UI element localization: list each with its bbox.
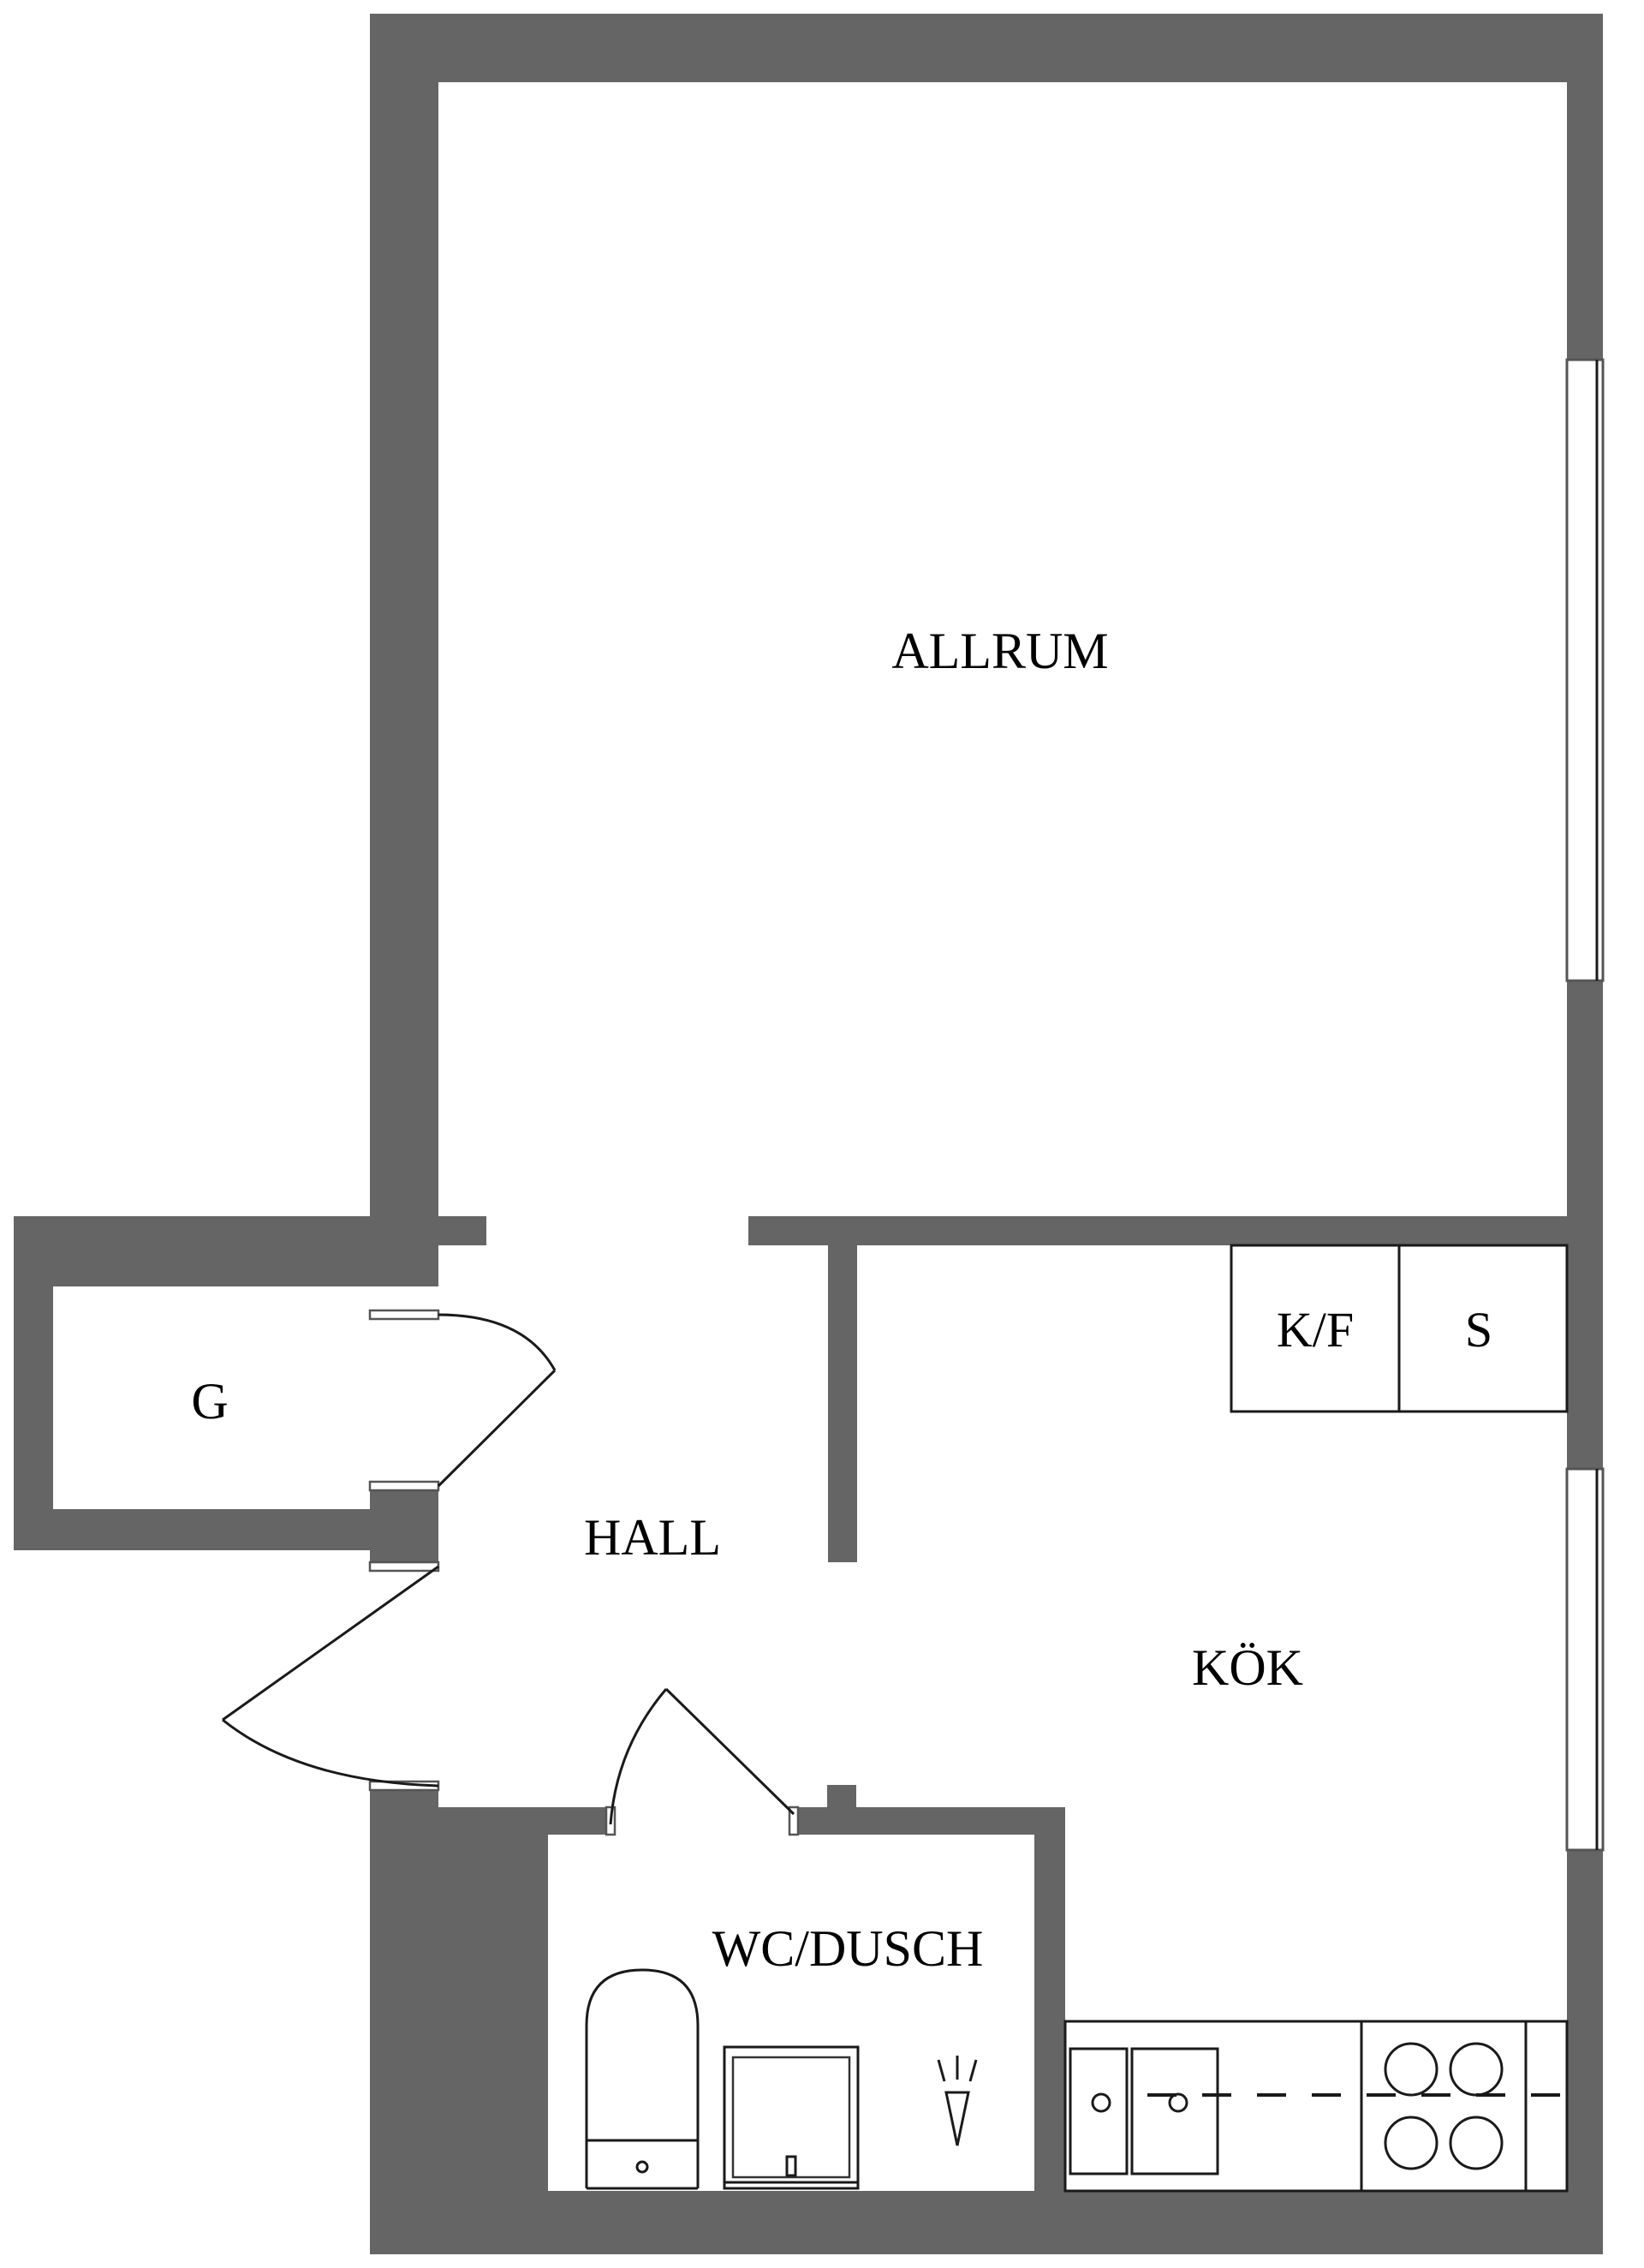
room-label-hall: HALL bbox=[584, 1509, 721, 1566]
doors bbox=[222, 1309, 800, 1836]
closet-wall-top bbox=[14, 1216, 438, 1286]
walls bbox=[14, 14, 1603, 2254]
windows bbox=[1565, 358, 1605, 1852]
kitchen-counter bbox=[1063, 2020, 1569, 2193]
sink-large-basin bbox=[1130, 2047, 1219, 2175]
closet-wall-left bbox=[14, 1216, 53, 1550]
wall-hall-kitchen bbox=[828, 1216, 857, 1562]
wall-right-top bbox=[1567, 14, 1603, 360]
wc-wall-right bbox=[1034, 1807, 1065, 2254]
wall-allrum-kitchen bbox=[748, 1216, 1567, 1245]
shower-head bbox=[937, 2056, 978, 2146]
door-closet bbox=[368, 1309, 557, 1492]
wc-wall-stub bbox=[827, 1785, 856, 1819]
room-label-wc-dusch: WC/DUSCH bbox=[712, 1920, 984, 1977]
fixture-label-kf: K/F bbox=[1277, 1302, 1354, 1358]
room-label-g: G bbox=[191, 1373, 228, 1429]
sink-small-basin bbox=[1069, 2047, 1129, 2175]
wall-stub-left bbox=[438, 1216, 486, 1245]
door-entrance bbox=[222, 1561, 440, 1792]
wall-right-mid bbox=[1567, 981, 1603, 1469]
closet-wall-bottom bbox=[14, 1509, 438, 1550]
wall-bottom bbox=[370, 2191, 1603, 2254]
wc-wall-left bbox=[438, 1807, 548, 2254]
door-wc bbox=[605, 1687, 800, 1836]
window-allrum bbox=[1565, 358, 1605, 982]
fixture-label-s: S bbox=[1465, 1302, 1492, 1358]
wall-left-upper bbox=[370, 14, 438, 1268]
wall-right-bottom bbox=[1567, 1850, 1603, 2254]
toilet bbox=[585, 1968, 700, 2190]
wall-top bbox=[370, 14, 1603, 82]
washbasin bbox=[723, 2045, 860, 2190]
stove-burners bbox=[1384, 2042, 1504, 2170]
window-kitchen bbox=[1565, 1467, 1605, 1852]
cabinet-s-unit bbox=[1397, 1244, 1569, 1413]
room-label-allrum: ALLRUM bbox=[891, 623, 1108, 679]
wall-left-lower bbox=[370, 1788, 438, 2254]
room-label-kok: KÖK bbox=[1192, 1639, 1303, 1696]
